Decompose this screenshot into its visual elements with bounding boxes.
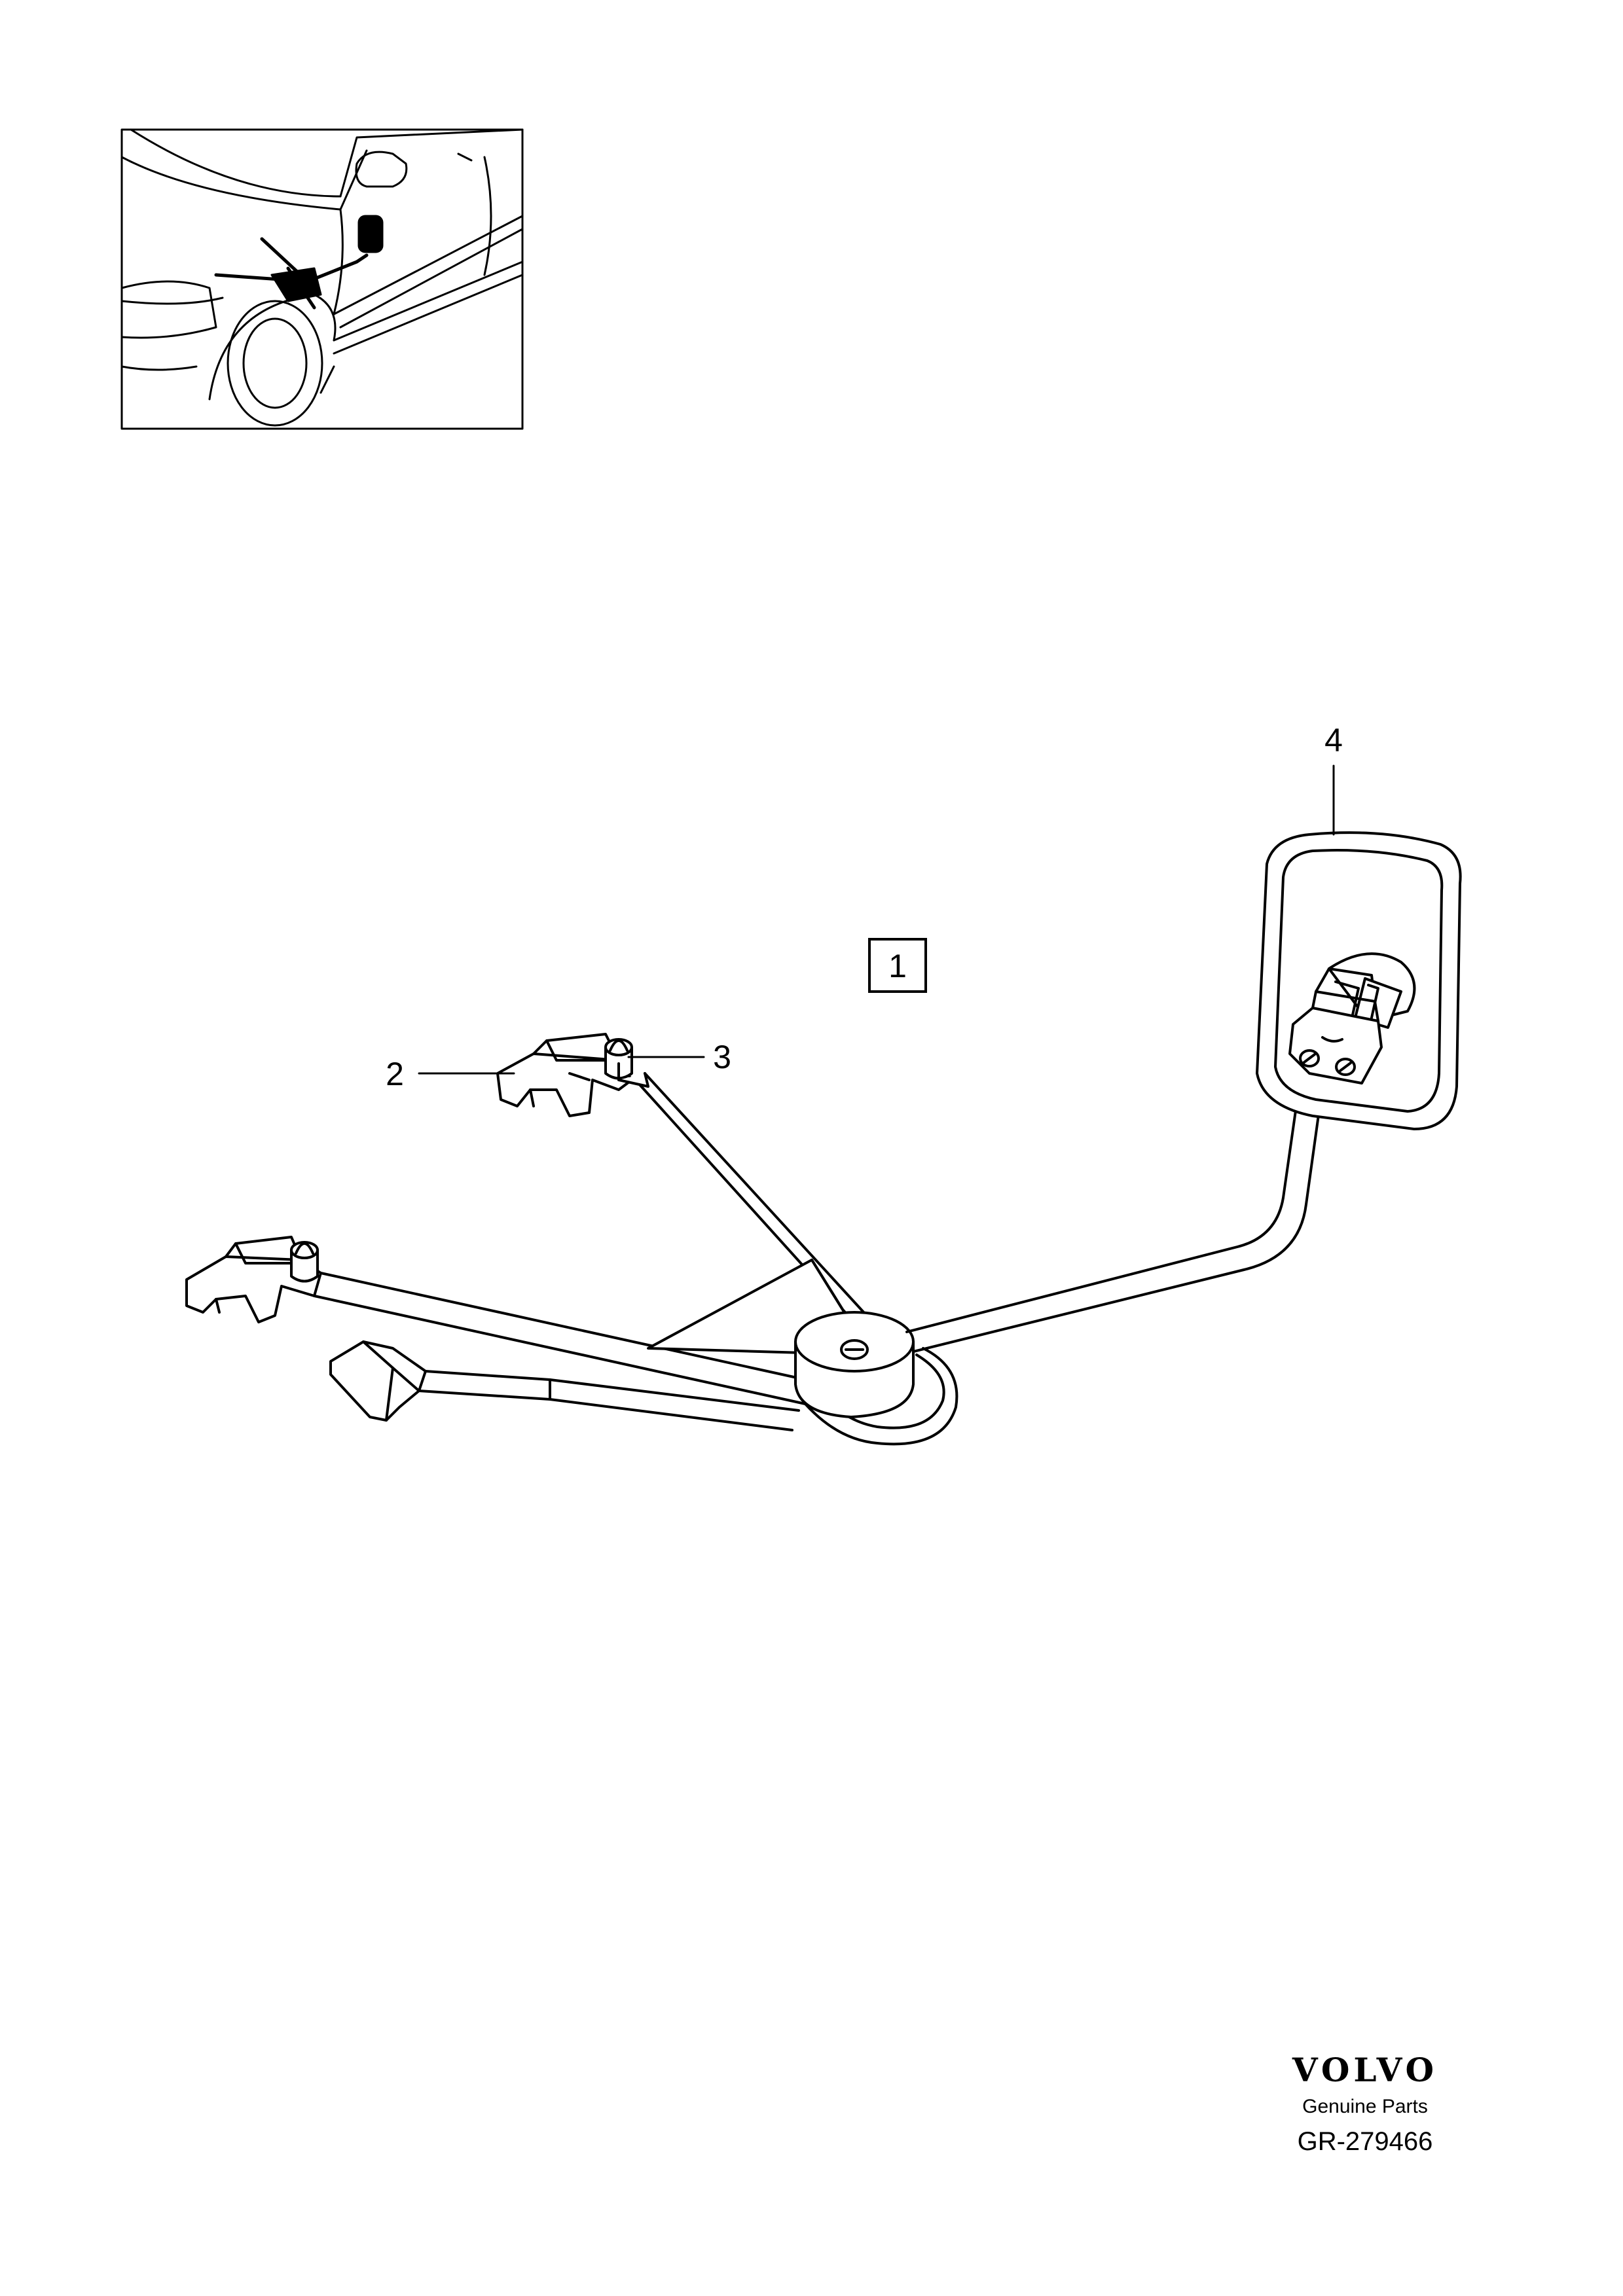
locator-frame: [120, 128, 524, 430]
callout-3: 3: [713, 1039, 731, 1075]
grommet: [794, 1311, 915, 1418]
locator-inset: [120, 128, 524, 430]
callout-1: 1: [888, 948, 907, 984]
mirror-connector: [1288, 952, 1416, 1085]
nut-upper: [604, 1038, 633, 1080]
callout-1-box: [868, 938, 927, 993]
callouts: 1 2 3 4: [386, 722, 1343, 1092]
callout-4: 4: [1324, 722, 1343, 759]
terminal-lug: [329, 1340, 427, 1422]
locator-component-marker: [270, 267, 322, 302]
cable-lower: [313, 1272, 813, 1405]
cable-to-connector: [905, 1082, 1324, 1353]
cable-terminal: [418, 1370, 800, 1431]
reference-code: GR-279466: [1297, 2127, 1433, 2156]
bracket-upper-tab: [617, 1072, 649, 1088]
nut-lower: [290, 1241, 319, 1283]
brand-tagline: Genuine Parts: [1302, 2096, 1428, 2117]
locator-mirror-marker: [357, 215, 384, 253]
harness-assembly: [185, 764, 1462, 1446]
brand-logo: VOLVO: [1292, 2051, 1438, 2089]
leader-lines: [418, 764, 1335, 1075]
callout-2: 2: [386, 1056, 404, 1092]
